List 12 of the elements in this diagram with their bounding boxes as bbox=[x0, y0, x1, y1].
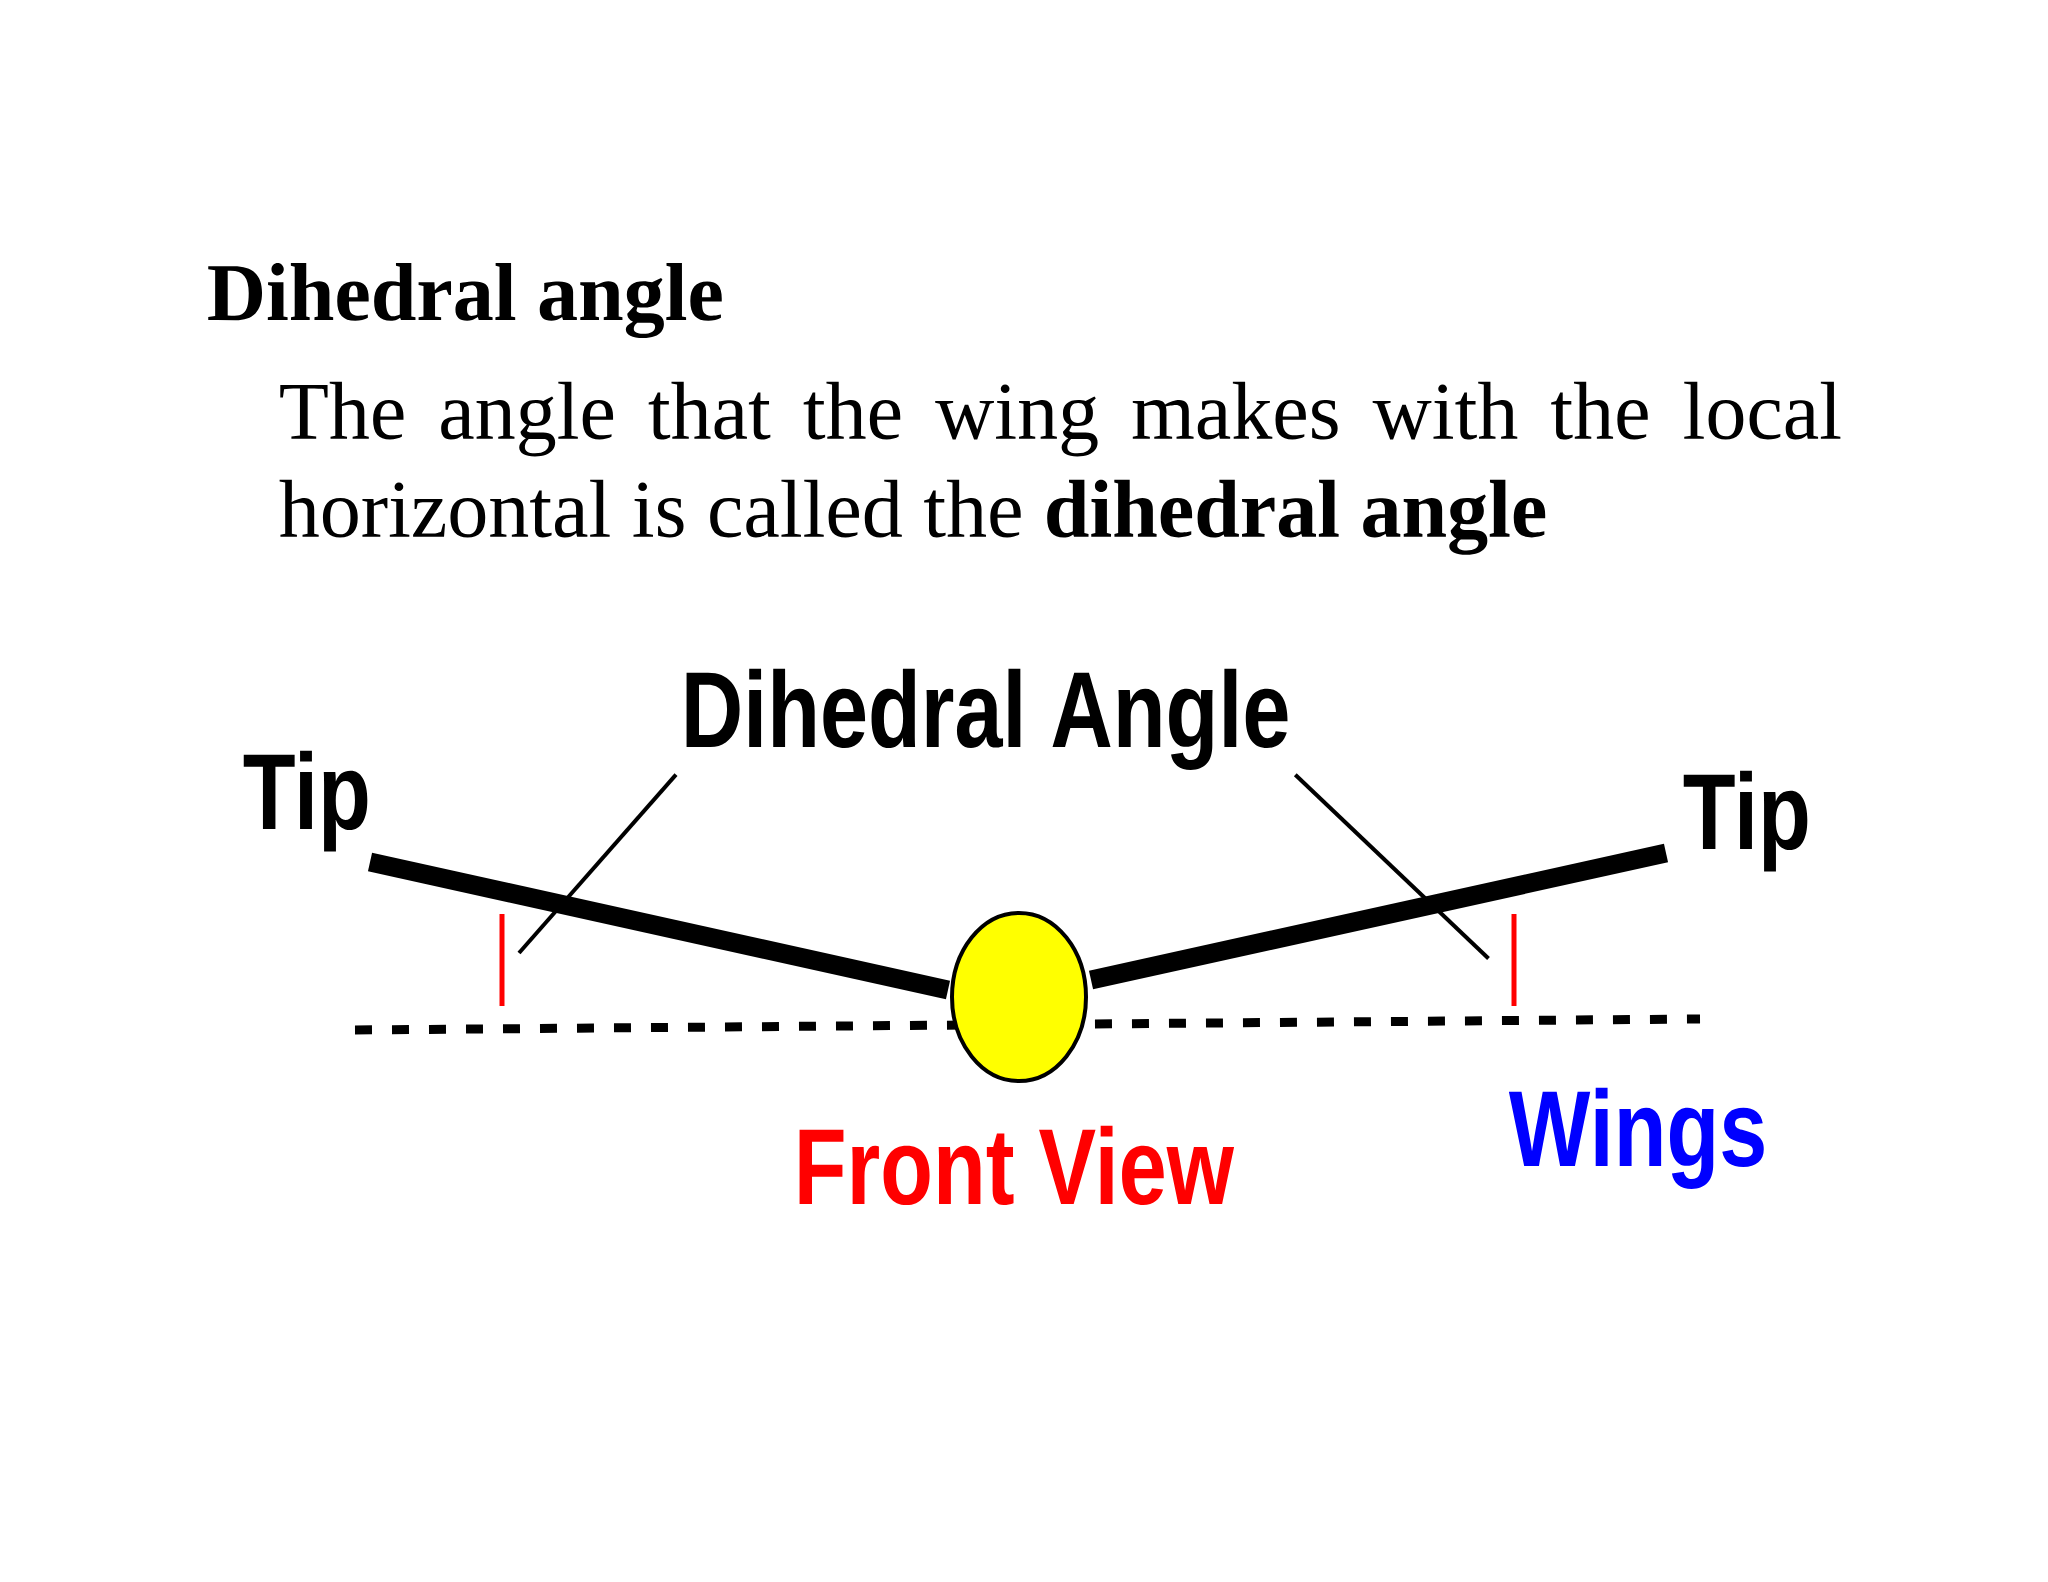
wing bbox=[1088, 843, 1669, 990]
leader-line bbox=[517, 773, 678, 955]
wings-label: Wings bbox=[1508, 1087, 1764, 1189]
title: Dihedral angle bbox=[208, 263, 722, 339]
view-label: Front View bbox=[799, 1125, 1235, 1206]
tip-label: Tip bbox=[1683, 770, 1808, 872]
wing bbox=[367, 852, 951, 1000]
definition-text: The angle that the wing makes with the local horizontal is called the dihedral angle bbox=[279, 381, 1841, 555]
leader-line bbox=[1293, 773, 1490, 960]
fuselage-circle bbox=[950, 911, 1088, 1083]
tip-label: Tip bbox=[243, 750, 368, 852]
callout-label: Dihedral Angle bbox=[686, 668, 1288, 770]
